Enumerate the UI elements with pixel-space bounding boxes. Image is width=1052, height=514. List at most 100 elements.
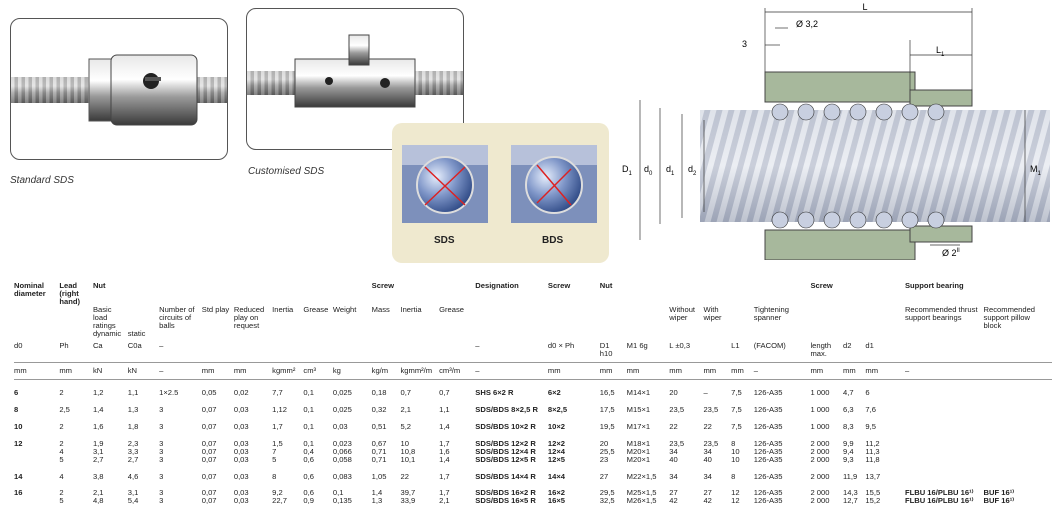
cell-value: SDS/BDS 14×4 R: [475, 471, 536, 481]
cell-value: 1,7: [439, 471, 450, 481]
cell-value: SDS/BDS 12×5 R: [475, 454, 536, 464]
header-cell: Inertia: [400, 304, 422, 314]
table-cell: 1,6: [93, 422, 128, 431]
table-cell: 27: [600, 472, 627, 481]
header-cell: [600, 330, 627, 338]
header-cell: Screw: [371, 281, 395, 290]
unit-cell: mm: [626, 365, 640, 375]
table-cell: 14×4: [548, 472, 600, 481]
table-cell: M22×1,5: [627, 472, 670, 481]
table-cell: 1,1: [439, 405, 475, 414]
table-cell: 34: [669, 472, 703, 481]
header-cell: d0: [14, 340, 23, 350]
cell-value: 0,9: [303, 496, 314, 506]
sds-bds-inset: SDS BDS: [392, 123, 609, 263]
cell-value: 10,1: [400, 454, 416, 464]
cell-value: 20: [599, 438, 609, 448]
table-cell: M14×1: [627, 388, 670, 397]
cell-value: 42: [669, 496, 678, 506]
cell-value: 0,135: [332, 496, 352, 506]
cell-value: 3: [159, 446, 164, 456]
cell-value: 1,9: [92, 438, 104, 448]
table-cell: 1,3: [128, 405, 159, 414]
cell-value: 2: [59, 488, 64, 498]
cell-value: [905, 440, 981, 448]
cell-value: FLBU 16/PLBU 16¹⁾: [904, 496, 974, 506]
header-cell: length max.: [810, 340, 832, 358]
cell-value: 16×5: [547, 496, 565, 506]
cell-value: [905, 456, 981, 464]
cell-value: 2,7: [127, 454, 139, 464]
table-cell: [984, 423, 1052, 431]
label-bds: BDS: [542, 235, 564, 246]
cell-value: 1,2: [92, 387, 104, 397]
cell-value: 0,05: [201, 387, 217, 397]
cell-value: 2 000: [810, 496, 830, 506]
table-cell: –: [703, 388, 731, 397]
unit-cell: mm: [703, 365, 717, 375]
table-cell: 1,2: [92, 387, 128, 397]
table-cell: 17,5: [600, 405, 627, 414]
table-cell: M15×1: [627, 405, 670, 414]
unit-cell: mm: [547, 365, 561, 375]
unit-cell: kN: [92, 365, 103, 375]
cell-value: 39,7: [400, 488, 416, 498]
header-cell: [905, 342, 984, 358]
cell-value: 11,2: [865, 438, 880, 448]
cell-value: 2,5: [59, 404, 70, 414]
cell-value: 8,3: [843, 421, 854, 431]
header-cell: Tightening spanner: [753, 304, 789, 322]
table-cell: 6,3: [843, 404, 865, 414]
cell-value: 0,058: [332, 454, 352, 464]
nominal-diameter-cell: 16: [14, 488, 23, 498]
cell-value: 1,4: [92, 404, 104, 414]
header-cell: Recommended thrust support bearings: [904, 304, 978, 322]
cell-value: 0,07: [201, 488, 217, 498]
header-cell: [303, 342, 332, 358]
table-cell: 4,7: [843, 387, 865, 397]
header-cell: [272, 330, 303, 338]
cell-value: 0,07: [201, 438, 217, 448]
cell-value: 1,7: [439, 438, 450, 448]
cell-value: 7,6: [865, 404, 876, 414]
header-cell: [234, 330, 272, 338]
dim-d0: d0: [644, 164, 653, 177]
cell-value: 0,07: [201, 454, 217, 464]
cell-value: 4,7: [843, 387, 854, 397]
nominal-diameter-cell: 6: [14, 387, 19, 397]
cell-value: 6,3: [843, 404, 854, 414]
cell-value: 11,8: [865, 454, 880, 464]
table-cell: 8: [731, 471, 754, 481]
table-cell: 0,03: [234, 405, 272, 414]
header-cell: [14, 306, 59, 330]
table-cell: 1×2.5: [159, 388, 202, 397]
header-cell: Ca: [92, 340, 103, 350]
header-cell: Support bearing: [904, 281, 964, 290]
header-cell: D1 h10: [599, 340, 613, 358]
table-cell: SDS/BDS 14×4 R: [475, 471, 548, 481]
table-cell: 5,2: [400, 422, 439, 431]
table-cell: 22: [703, 422, 731, 431]
table-cell: 0,03: [333, 422, 372, 431]
header-cell: [843, 330, 865, 338]
cell-value: 10,8: [400, 446, 416, 456]
cell-value: 12×4: [547, 446, 565, 456]
cell-value: 8: [731, 471, 736, 481]
header-cell: Screw: [547, 281, 571, 290]
table-cell: 0,05: [201, 387, 234, 397]
dim-D1: D1: [622, 164, 633, 177]
header-cell: [475, 306, 548, 330]
cell-value: 3,3: [127, 446, 139, 456]
cell-value: 3: [159, 404, 164, 414]
cell-value: 3: [159, 438, 164, 448]
table-cell: 6: [865, 388, 905, 397]
